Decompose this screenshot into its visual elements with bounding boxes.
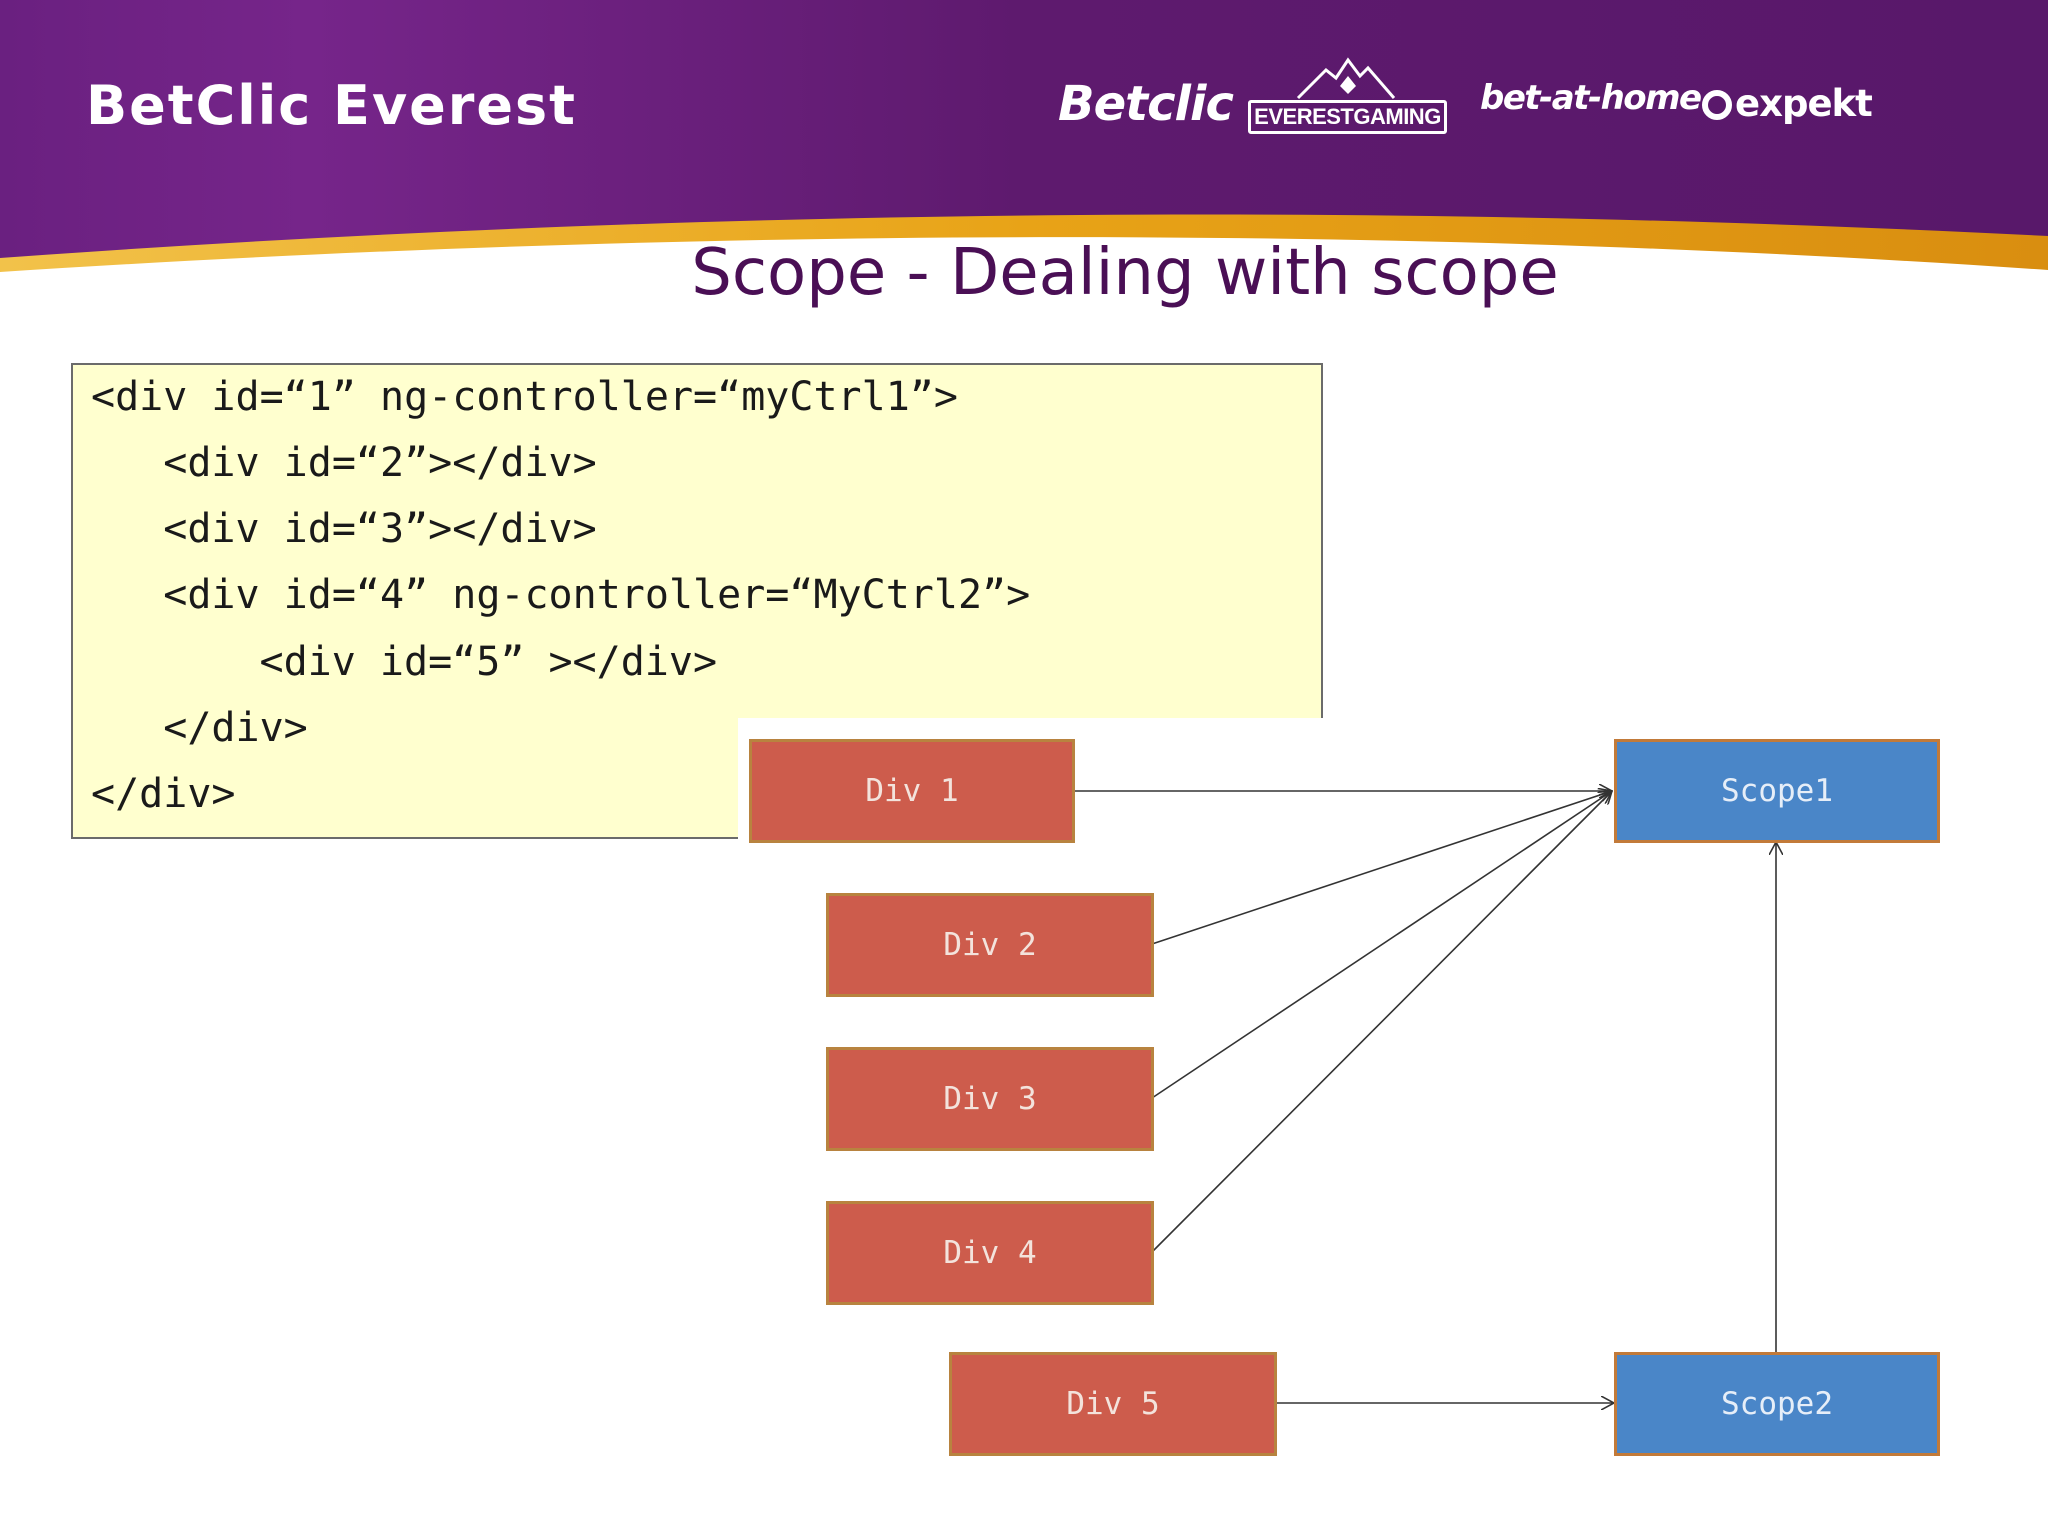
code-line: </div>: [91, 705, 308, 751]
node-scope-1: Scope1: [1614, 739, 1940, 843]
code-line: <div id=“3”></div>: [91, 506, 597, 552]
expekt-logo: expekt: [1702, 82, 1873, 125]
edge-div2-scope1: [1151, 791, 1612, 945]
purple-band: [0, 0, 2048, 258]
node-div-4: Div 4: [826, 1201, 1154, 1305]
scope-diagram: Div 1 Div 2 Div 3 Div 4 Div 5 Scope1 Sco…: [738, 718, 2012, 1500]
node-div-5: Div 5: [949, 1352, 1277, 1456]
betclic-logo: Betclic: [1058, 76, 1234, 132]
header-banner: [0, 0, 2048, 272]
expekt-logo-text: expekt: [1735, 82, 1873, 125]
brand-title: BetClic Everest: [86, 74, 577, 137]
everest-gaming-logo: EVERESTGAMING: [1244, 56, 1449, 138]
code-line: <div id=“4” ng-controller=“MyCtrl2”>: [91, 572, 1031, 618]
diagram-arrows: [1074, 718, 2012, 1500]
code-line: <div id=“2”></div>: [91, 440, 597, 486]
bet-at-home-logo: bet-at-home: [1480, 78, 1702, 118]
node-div-1: Div 1: [749, 739, 1075, 843]
code-line: <div id=“1” ng-controller=“myCtrl1”>: [91, 374, 958, 420]
node-div-2: Div 2: [826, 893, 1154, 997]
edge-div3-scope1: [1151, 791, 1612, 1099]
mountain-icon: [1296, 57, 1396, 100]
node-scope-2: Scope2: [1614, 1352, 1940, 1456]
node-div-3: Div 3: [826, 1047, 1154, 1151]
everest-gaming-logo-text: EVERESTGAMING: [1248, 100, 1447, 134]
expekt-icon: [1702, 90, 1732, 120]
code-line: <div id=“5” ></div>: [115, 639, 718, 685]
edge-div4-scope1: [1151, 791, 1612, 1253]
code-line: </div>: [91, 771, 236, 817]
slide-title: Scope - Dealing with scope: [691, 236, 1559, 310]
